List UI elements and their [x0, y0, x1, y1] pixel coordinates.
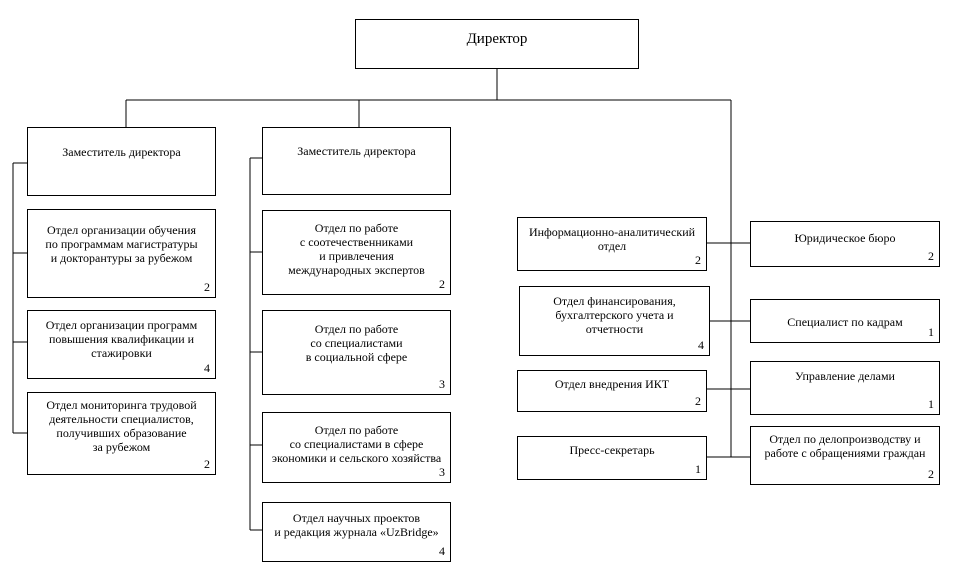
staff-count: 3	[439, 465, 445, 479]
department-box: Отдел по делопроизводству и работе с обр…	[750, 426, 940, 485]
staff-count: 2	[695, 253, 701, 267]
department-label: Отдел внедрения ИКТ	[554, 377, 670, 391]
staff-count: 2	[695, 394, 701, 408]
department-label: Юридическое бюро	[794, 231, 896, 245]
left-deputy-label: Заместитель директора	[62, 145, 181, 159]
department-label: Отдел по работе с соотечественниками и п…	[288, 221, 425, 277]
department-label: Отдел мониторинга трудовой деятельности …	[46, 398, 197, 454]
department-box: Отдел организации обучения по программам…	[27, 209, 216, 298]
staff-count: 2	[204, 457, 210, 471]
department-label: Информационно-аналитический отдел	[528, 225, 696, 253]
middle-deputy-box: Заместитель директора	[262, 127, 451, 195]
department-box: Пресс-секретарь 1	[517, 436, 707, 480]
department-box: Информационно-аналитический отдел 2	[517, 217, 707, 271]
left-deputy-box: Заместитель директора	[27, 127, 216, 196]
department-box: Специалист по кадрам 1	[750, 299, 940, 343]
middle-deputy-label: Заместитель директора	[297, 144, 416, 158]
department-label: Отдел организации программ повышения ква…	[45, 318, 198, 360]
department-label: Отдел научных проектов и редакция журнал…	[274, 511, 439, 539]
department-label: Отдел по работе со специалистами в сфере…	[271, 423, 442, 465]
department-box: Управление делами 1	[750, 361, 940, 415]
department-box: Отдел по работе с соотечественниками и п…	[262, 210, 451, 295]
department-box: Отдел мониторинга трудовой деятельности …	[27, 392, 216, 475]
department-label: Пресс-секретарь	[569, 443, 655, 457]
staff-count: 4	[204, 361, 210, 375]
staff-count: 2	[928, 249, 934, 263]
department-box: Юридическое бюро 2	[750, 221, 940, 267]
staff-count: 1	[695, 462, 701, 476]
department-label: Специалист по кадрам	[787, 315, 903, 329]
staff-count: 1	[928, 397, 934, 411]
department-label: Отдел финансирования, бухгалтерского уче…	[553, 294, 676, 336]
staff-count: 4	[439, 544, 445, 558]
director-label: Директор	[466, 31, 528, 47]
department-box: Отдел организации программ повышения ква…	[27, 310, 216, 379]
staff-count: 2	[204, 280, 210, 294]
staff-count: 4	[698, 338, 704, 352]
director-box: Директор	[355, 19, 639, 69]
department-label: Отдел организации обучения по программам…	[45, 223, 198, 265]
department-box: Отдел внедрения ИКТ 2	[517, 370, 707, 412]
staff-count: 1	[928, 325, 934, 339]
staff-count: 2	[439, 277, 445, 291]
department-label: Отдел по работе со специалистами в социа…	[305, 322, 408, 364]
staff-count: 2	[928, 467, 934, 481]
department-label: Отдел по делопроизводству и работе с обр…	[764, 432, 926, 460]
department-box: Отдел по работе со специалистами в социа…	[262, 310, 451, 395]
department-box: Отдел по работе со специалистами в сфере…	[262, 412, 451, 483]
department-box: Отдел научных проектов и редакция журнал…	[262, 502, 451, 562]
department-label: Управление делами	[795, 369, 895, 383]
staff-count: 3	[439, 377, 445, 391]
department-box: Отдел финансирования, бухгалтерского уче…	[519, 286, 710, 356]
